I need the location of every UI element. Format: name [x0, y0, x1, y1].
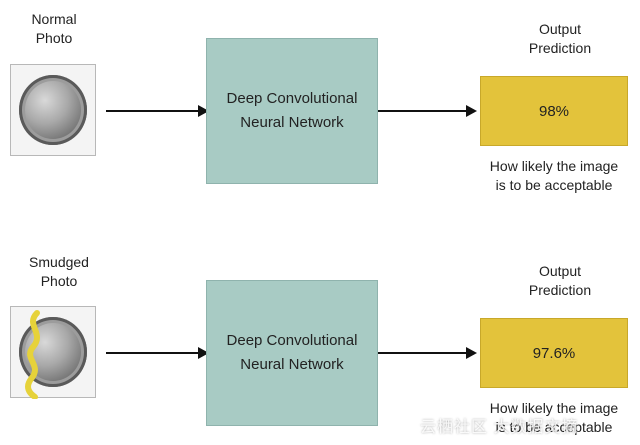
output-label-1: Output Prediction: [528, 21, 592, 56]
prediction-box-1: 98%: [480, 76, 628, 146]
caption-2: How likely the image is to be acceptable: [489, 400, 619, 435]
smudged-photo: [10, 306, 96, 399]
output-label-2: Output Prediction: [528, 263, 592, 298]
arrow-input-to-network-2: [106, 352, 201, 354]
normal-photo: [10, 64, 96, 156]
caption-1: How likely the image is to be acceptable: [489, 158, 619, 193]
arrow-head-icon: [466, 347, 477, 359]
arrow-input-to-network-1: [106, 110, 201, 112]
coin-photo-icon: [19, 75, 87, 145]
smudge-mark-icon: [25, 310, 40, 399]
arrow-network-to-output-1: [378, 110, 468, 112]
prediction-value-2: 97.6%: [532, 344, 576, 362]
smudged-photo-label: Smudged Photo: [29, 254, 89, 289]
watermark: 云栖社区 大数据文摘: [420, 419, 579, 436]
prediction-value-1: 98%: [538, 102, 570, 120]
arrow-head-icon: [198, 105, 209, 117]
network-box-1: Deep Convolutional Neural Network: [206, 38, 378, 184]
arrow-head-icon: [466, 105, 477, 117]
network-box-2: Deep Convolutional Neural Network: [206, 280, 378, 426]
arrow-head-icon: [198, 347, 209, 359]
network-label-2: Deep Convolutional Neural Network: [226, 332, 358, 373]
normal-photo-label: Normal Photo: [31, 11, 77, 46]
prediction-box-2: 97.6%: [480, 318, 628, 388]
arrow-network-to-output-2: [378, 352, 468, 354]
network-label-1: Deep Convolutional Neural Network: [226, 90, 358, 131]
